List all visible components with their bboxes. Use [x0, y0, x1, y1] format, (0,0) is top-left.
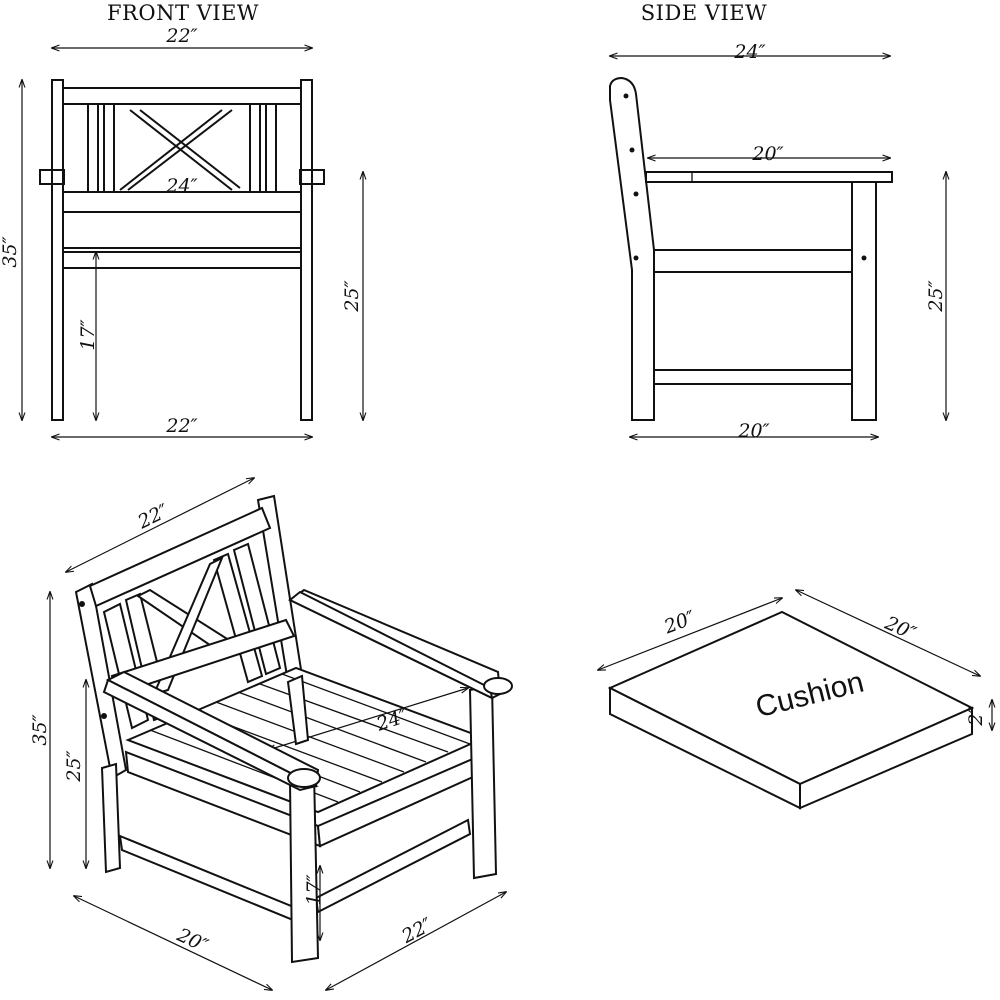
isometric-view: 22″ 35″ 25″ — [29, 478, 513, 990]
iso-width-label: 22″ — [397, 914, 436, 949]
iso-chair-drawing — [74, 494, 513, 964]
side-chair-drawing — [609, 76, 893, 421]
side-bottom-depth-label: 20″ — [737, 420, 769, 442]
cushion-drawing — [607, 610, 975, 810]
front-arm-height-label: 25″ — [341, 280, 363, 312]
front-back-width-label: 24″ — [165, 175, 197, 197]
side-top-depth-label: 24″ — [733, 41, 765, 63]
cushion-right-label: 20″ — [881, 612, 919, 645]
cushion-right-dimension-line — [796, 590, 980, 676]
front-view-title: FRONT VIEW — [107, 1, 259, 25]
side-arm-height-label: 25″ — [925, 280, 947, 312]
iso-top-width-label: 22″ — [134, 500, 173, 534]
cushion-left-dimension-line — [598, 598, 782, 670]
front-bottom-width-label: 22″ — [165, 415, 197, 437]
side-view-title: SIDE VIEW — [641, 1, 767, 25]
cushion-view: 20″ 20″ Cushion 2″ — [598, 590, 992, 810]
front-seat-height-label: 17″ — [77, 319, 99, 350]
cushion-left-label: 20″ — [660, 607, 698, 639]
iso-arm-height-label: 25″ — [63, 750, 85, 782]
front-height-label: 35″ — [0, 236, 21, 267]
iso-height-label: 35″ — [29, 714, 51, 745]
iso-depth-dimension-line — [74, 896, 272, 990]
iso-seat-height-label: 17″ — [303, 874, 325, 905]
front-chair-drawing — [39, 79, 325, 421]
iso-width-dimension-line — [326, 892, 506, 990]
front-view: FRONT VIEW 22″ — [0, 1, 363, 437]
cushion-thickness-label: 2″ — [965, 706, 987, 726]
iso-top-width-dimension-line — [66, 478, 254, 572]
iso-depth-label: 20″ — [173, 924, 212, 958]
side-arm-depth-label: 20″ — [751, 143, 783, 165]
front-top-width-label: 22″ — [165, 25, 197, 47]
side-view: SIDE VIEW 24″ 20″ 25″ 20″ — [609, 1, 947, 442]
